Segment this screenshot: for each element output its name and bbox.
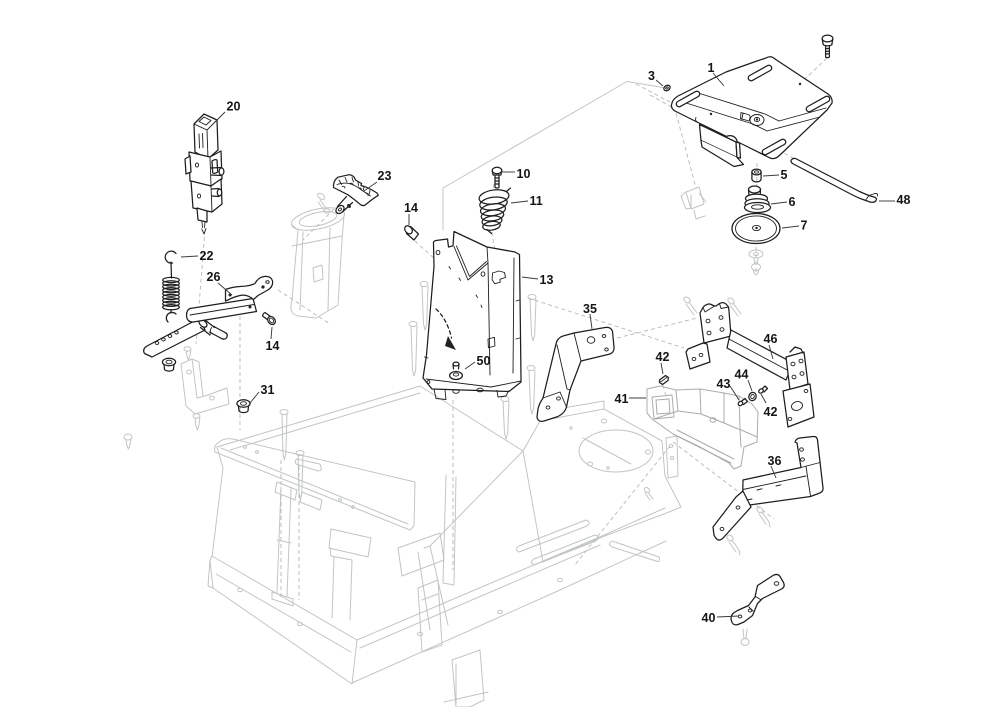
svg-text:23: 23 [378,169,392,183]
svg-text:40: 40 [702,611,716,625]
svg-text:31: 31 [261,383,275,397]
svg-text:41: 41 [615,392,629,406]
svg-text:42: 42 [656,350,670,364]
svg-text:35: 35 [583,302,597,316]
svg-text:22: 22 [200,249,214,263]
svg-text:11: 11 [530,194,543,208]
svg-text:20: 20 [227,100,241,114]
svg-text:3: 3 [648,69,655,83]
svg-text:36: 36 [768,454,782,468]
svg-text:13: 13 [540,273,554,287]
svg-text:14: 14 [266,339,280,353]
svg-text:50: 50 [477,354,491,368]
svg-text:14: 14 [404,201,418,215]
svg-text:44: 44 [735,368,749,382]
svg-text:10: 10 [517,167,531,181]
svg-text:6: 6 [789,195,796,209]
svg-text:43: 43 [717,377,731,391]
svg-text:7: 7 [801,219,808,233]
svg-text:26: 26 [207,270,221,284]
svg-text:42: 42 [764,405,778,419]
svg-text:1: 1 [708,61,715,75]
svg-text:46: 46 [764,332,778,346]
svg-text:5: 5 [781,168,788,182]
svg-text:48: 48 [897,193,911,207]
